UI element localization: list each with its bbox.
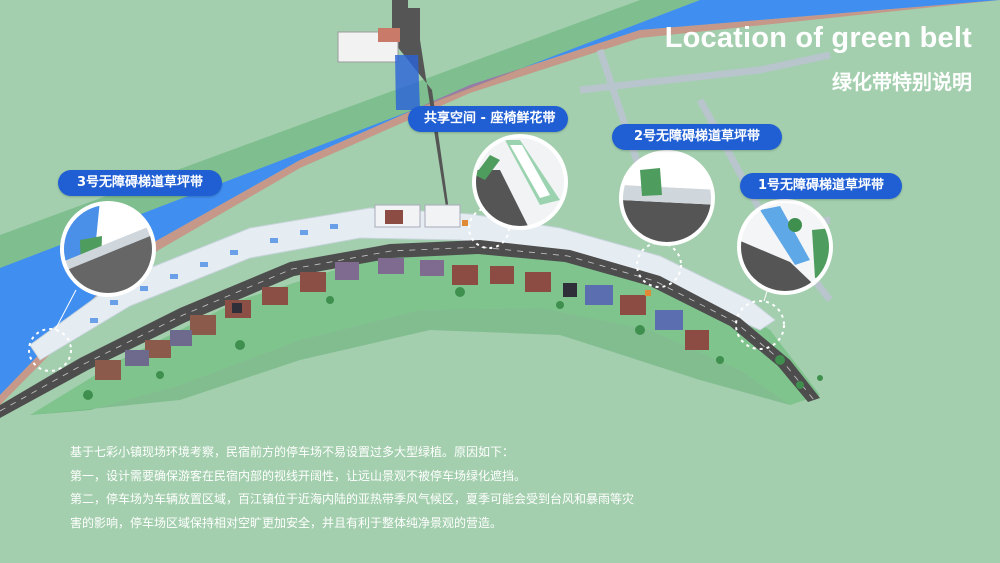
description-line: 害的影响，停车场区域保持相对空旷更加安全，并且有利于整体纯净景观的营造。 (70, 515, 503, 530)
zoom-circle-2 (619, 150, 715, 246)
description-text: 基于七彩小镇现场环境考察，民宿前方的停车场不易设置过多大型绿植。原因如下： 第一… (70, 441, 670, 535)
parked-cars (90, 224, 338, 323)
lower-green-bank (30, 248, 820, 415)
description-line: 第一，设计需要确保游客在民宿内部的视线开阔性，让远山景观不被停车场绿化遮挡。 (70, 468, 527, 483)
callout-label-1: 1号无障碍梯道草坪带 (740, 173, 902, 199)
trees (83, 287, 823, 400)
houses (95, 258, 709, 380)
page-subtitle: 绿化带特别说明 (832, 70, 972, 94)
river (0, 0, 1000, 395)
callout-label-shared-space: 共享空间 - 座椅鲜花带 (408, 106, 568, 132)
callout-label-2: 2号无障碍梯道草坪带 (612, 124, 782, 150)
callout-label-3: 3号无障碍梯道草坪带 (58, 170, 222, 196)
central-buildings (374, 204, 651, 296)
page-title: Location of green belt (664, 22, 972, 54)
zoom-circle-3 (60, 201, 156, 297)
description-line: 第二，停车场为车辆放置区域，百江镇位于近海内陆的亚热带季风气候区，夏季可能会受到… (70, 492, 635, 506)
parking-lot (29, 207, 776, 361)
main-road (0, 240, 820, 418)
description-line: 基于七彩小镇现场环境考察，民宿前方的停车场不易设置过多大型绿植。原因如下： (70, 445, 515, 459)
zoom-circle-1 (737, 199, 833, 295)
zoom-circle-shared (472, 134, 568, 230)
